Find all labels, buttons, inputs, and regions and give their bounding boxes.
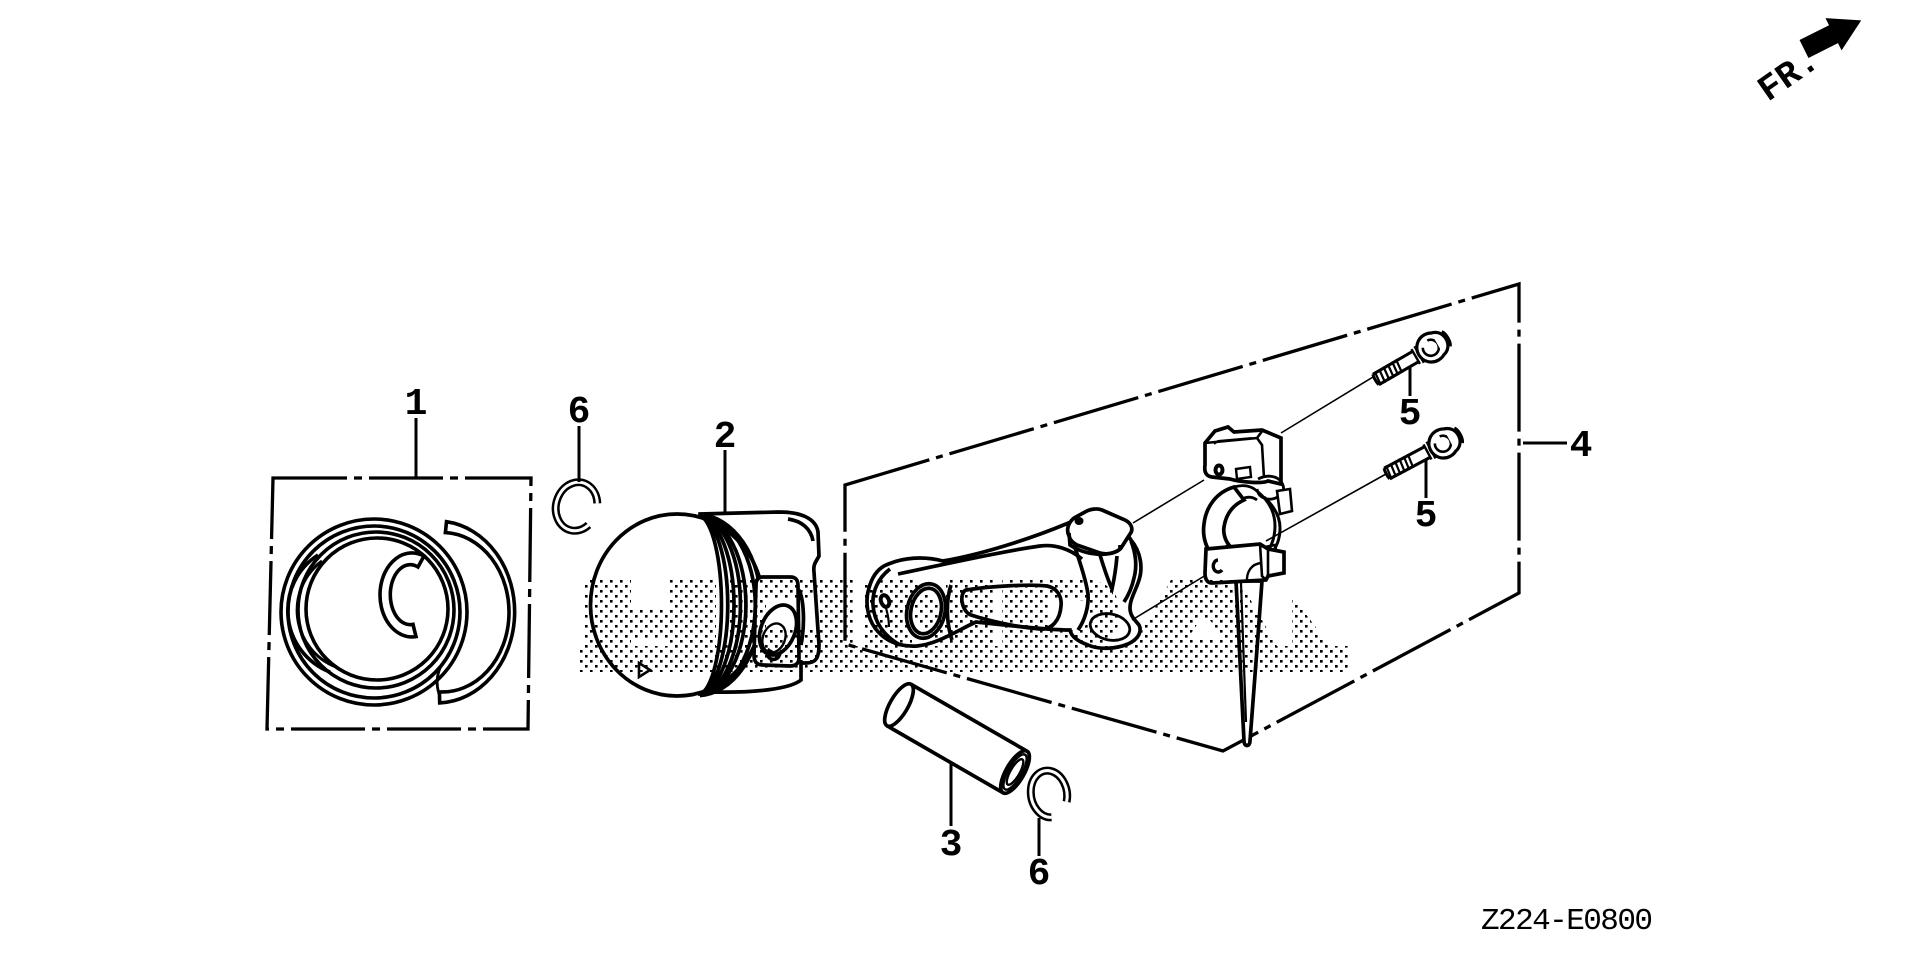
svg-text:3: 3	[940, 824, 963, 867]
svg-text:4: 4	[1570, 425, 1593, 468]
svg-text:5: 5	[1415, 495, 1438, 538]
svg-text:Z224-E0800: Z224-E0800	[1481, 904, 1653, 939]
svg-text:5: 5	[1399, 393, 1422, 436]
svg-text:2: 2	[714, 416, 737, 459]
svg-text:6: 6	[568, 391, 591, 434]
svg-text:6: 6	[1028, 853, 1051, 896]
svg-text:1: 1	[405, 383, 428, 426]
